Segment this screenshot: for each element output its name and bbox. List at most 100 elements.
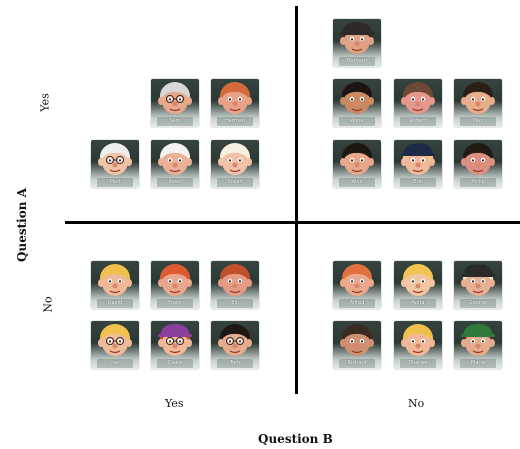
- character-name: Joe: [111, 360, 119, 366]
- name-plate: [157, 299, 193, 308]
- character-card: Herman: [211, 79, 259, 127]
- character-name: Richard: [347, 360, 367, 366]
- name-plate: [97, 299, 133, 308]
- character-name: Herman: [225, 118, 245, 124]
- character-card: Richard: [333, 321, 381, 369]
- face-icon: [158, 82, 192, 114]
- question-b-label: Question B: [258, 432, 333, 446]
- face-icon: [218, 324, 252, 356]
- character-card: Susan: [211, 140, 259, 188]
- name-plate: [339, 359, 375, 368]
- character-name: Bernard: [347, 58, 367, 64]
- character-name: Sam: [169, 118, 181, 124]
- name-plate: [460, 178, 496, 187]
- character-name: Tom: [229, 360, 241, 366]
- character-card: Alfred: [333, 261, 381, 309]
- face-icon: [340, 82, 374, 114]
- character-name: Alex: [351, 179, 363, 185]
- character-name: Claire: [167, 360, 183, 366]
- character-name: Philip: [471, 179, 485, 185]
- character-name: David: [107, 300, 123, 306]
- character-name: Paul: [109, 179, 121, 185]
- face-icon: [158, 143, 192, 175]
- face-icon: [401, 143, 435, 175]
- face-icon: [340, 264, 374, 296]
- face-icon: [218, 82, 252, 114]
- character-name: Anne: [350, 118, 364, 124]
- face-icon: [461, 264, 495, 296]
- character-card: Alex: [333, 140, 381, 188]
- character-name: Anita: [411, 300, 425, 306]
- face-icon: [461, 324, 495, 356]
- name-plate: [97, 178, 133, 187]
- character-name: Peter: [168, 179, 182, 185]
- name-plate: [339, 178, 375, 187]
- character-card: Claire: [151, 321, 199, 369]
- name-plate: [460, 359, 496, 368]
- face-icon: [461, 82, 495, 114]
- face-icon: [401, 82, 435, 114]
- character-card: Paul: [91, 140, 139, 188]
- character-name: Charles: [408, 360, 428, 366]
- question-a-label: Question A: [14, 188, 29, 262]
- character-card: Philip: [454, 140, 502, 188]
- character-card: George: [454, 261, 502, 309]
- character-card: Anita: [394, 261, 442, 309]
- name-plate: [217, 117, 253, 126]
- character-card: Bill: [211, 261, 259, 309]
- face-icon: [401, 324, 435, 356]
- face-icon: [340, 324, 374, 356]
- face-icon: [218, 143, 252, 175]
- character-name: Alfred: [349, 300, 365, 306]
- character-name: Frans: [168, 300, 182, 306]
- name-plate: [400, 117, 436, 126]
- name-plate: [339, 117, 375, 126]
- vertical-divider: [295, 6, 298, 394]
- question-a-yes-label: Yes: [38, 93, 52, 112]
- face-icon: [158, 324, 192, 356]
- question-b-yes-label: Yes: [165, 397, 184, 410]
- character-card: Eric: [394, 140, 442, 188]
- character-name: Eric: [413, 179, 423, 185]
- character-name: Bill: [231, 300, 239, 306]
- horizontal-divider: [65, 221, 520, 224]
- name-plate: [157, 117, 193, 126]
- name-plate: [217, 359, 253, 368]
- character-card: Anne: [333, 79, 381, 127]
- character-name: Robert: [409, 118, 427, 124]
- character-name: Max: [472, 118, 484, 124]
- character-name: Maria: [471, 360, 485, 366]
- question-a-no-label: No: [41, 296, 55, 313]
- name-plate: [217, 178, 253, 187]
- name-plate: [460, 117, 496, 126]
- face-icon: [340, 143, 374, 175]
- character-card: Maria: [454, 321, 502, 369]
- name-plate: [339, 57, 375, 66]
- face-icon: [401, 264, 435, 296]
- face-icon: [158, 264, 192, 296]
- question-b-no-label: No: [408, 397, 425, 410]
- character-card: Peter: [151, 140, 199, 188]
- name-plate: [157, 178, 193, 187]
- face-icon: [218, 264, 252, 296]
- character-name: George: [468, 300, 488, 306]
- name-plate: [97, 359, 133, 368]
- character-card: Robert: [394, 79, 442, 127]
- character-card: Bernard: [333, 19, 381, 67]
- character-card: Charles: [394, 321, 442, 369]
- character-name: Susan: [227, 179, 243, 185]
- name-plate: [460, 299, 496, 308]
- face-icon: [98, 324, 132, 356]
- character-card: Joe: [91, 321, 139, 369]
- name-plate: [157, 359, 193, 368]
- character-card: Sam: [151, 79, 199, 127]
- character-card: David: [91, 261, 139, 309]
- name-plate: [217, 299, 253, 308]
- face-icon: [98, 143, 132, 175]
- name-plate: [339, 299, 375, 308]
- character-card: Tom: [211, 321, 259, 369]
- name-plate: [400, 299, 436, 308]
- name-plate: [400, 359, 436, 368]
- face-icon: [98, 264, 132, 296]
- face-icon: [461, 143, 495, 175]
